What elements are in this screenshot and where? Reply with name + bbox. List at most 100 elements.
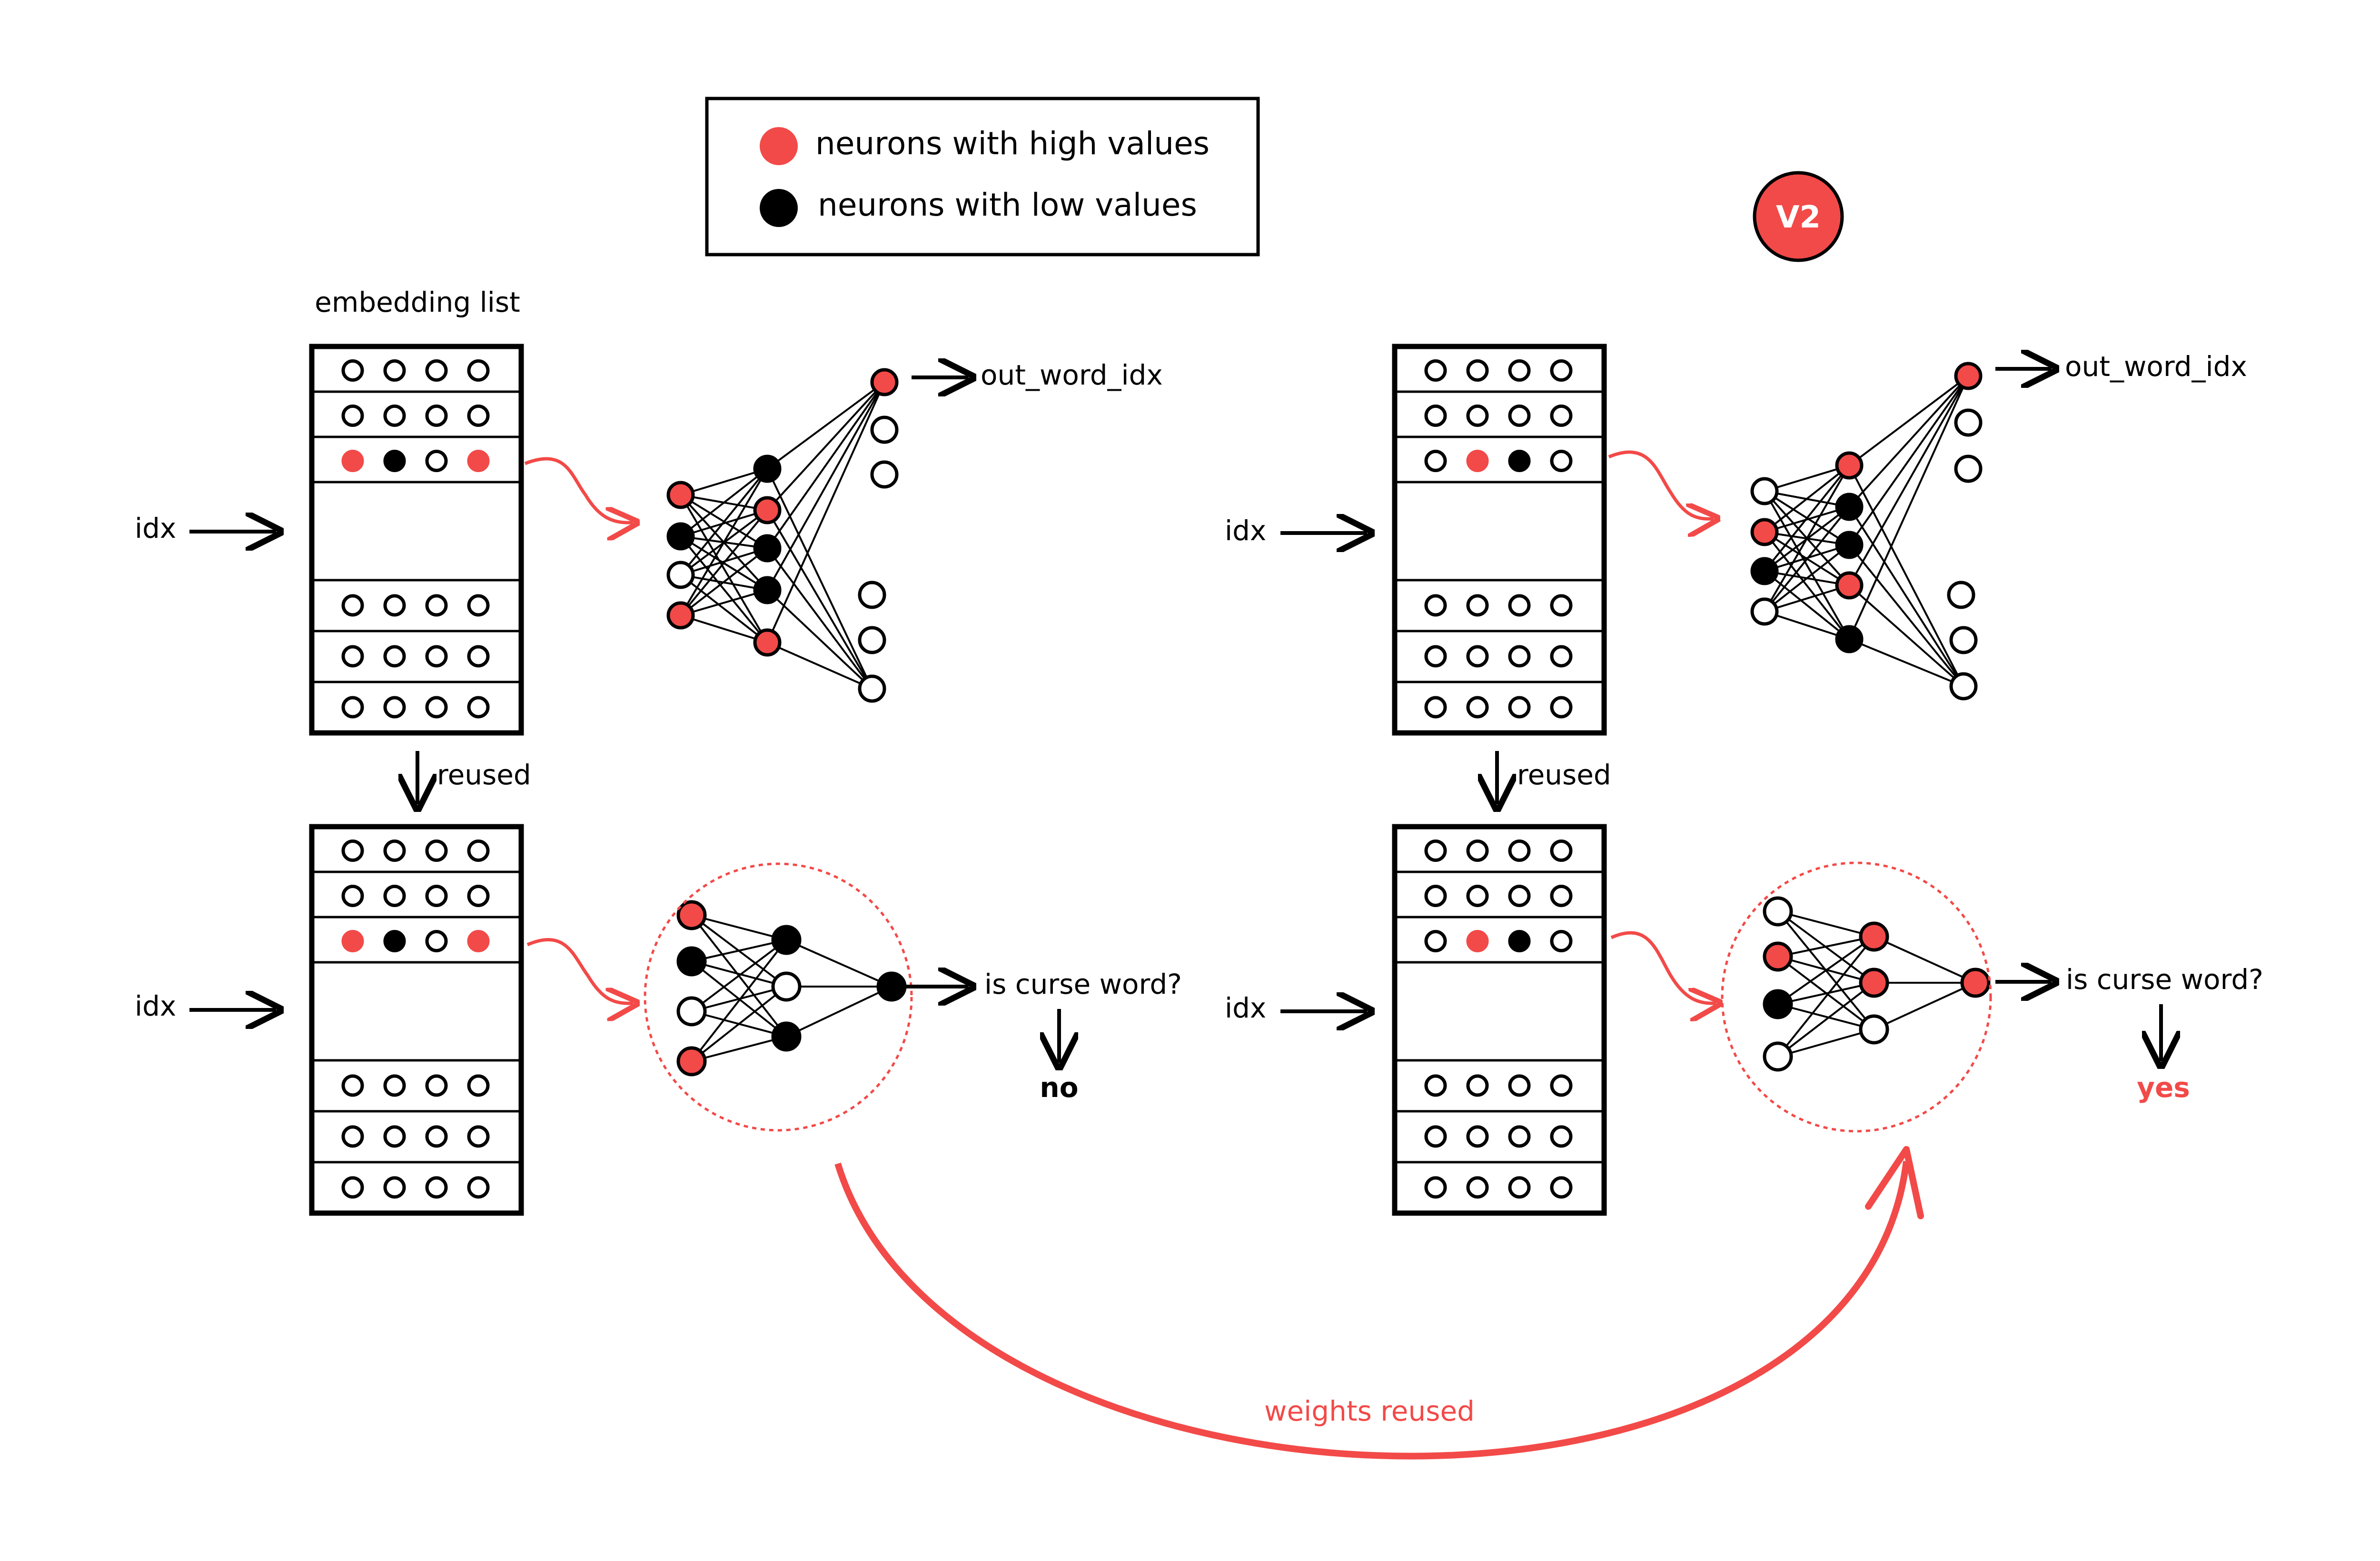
embedding-value bbox=[467, 1074, 490, 1097]
embedding-value bbox=[1550, 594, 1573, 617]
embedding-value bbox=[425, 1074, 448, 1097]
embedding-panel-bottom-right bbox=[1392, 824, 1607, 1216]
embedding-value bbox=[383, 1176, 406, 1199]
neuron-high bbox=[753, 628, 782, 657]
embedding-value-high bbox=[341, 930, 364, 952]
neuron-low bbox=[1763, 989, 1793, 1019]
connection bbox=[691, 914, 787, 941]
connection bbox=[1848, 375, 1969, 640]
embedding-value bbox=[341, 645, 364, 668]
embedding-to-network-arrow bbox=[1608, 450, 1714, 519]
connection bbox=[1764, 544, 1850, 613]
out-word-label: out_word_idx bbox=[2065, 350, 2247, 383]
connection bbox=[1764, 464, 1850, 572]
neuron bbox=[858, 626, 886, 654]
neuron-high bbox=[1954, 362, 1983, 390]
connection bbox=[680, 574, 768, 643]
embedding-value-low bbox=[383, 930, 406, 952]
embedding-value bbox=[1508, 1074, 1531, 1097]
curse-output-right: is curse word? yes bbox=[1995, 963, 2263, 1104]
answer-yes: yes bbox=[2137, 1071, 2190, 1104]
connection bbox=[691, 939, 787, 1012]
connection bbox=[1764, 531, 1850, 640]
connection bbox=[786, 986, 892, 1037]
embedding-value bbox=[1550, 1125, 1573, 1148]
connection bbox=[1764, 464, 1850, 613]
connection bbox=[1777, 936, 1875, 1057]
connection bbox=[680, 468, 768, 537]
neuron bbox=[1859, 1014, 1889, 1045]
connection bbox=[1777, 910, 1874, 938]
connection bbox=[1764, 464, 1850, 533]
embedding-value bbox=[467, 1176, 490, 1199]
embedding-value bbox=[425, 1176, 448, 1199]
legend-high-label: neurons with high values bbox=[815, 125, 1210, 162]
embedding-value bbox=[1550, 405, 1573, 427]
connection bbox=[766, 382, 885, 643]
embedding-value bbox=[467, 594, 490, 617]
classifier-highlight-right bbox=[1721, 861, 1992, 1133]
embedding-value bbox=[1550, 885, 1573, 907]
embedding-value bbox=[341, 696, 364, 719]
neuron-high bbox=[1750, 518, 1779, 546]
embedding-value bbox=[1466, 359, 1489, 382]
neuron bbox=[666, 561, 695, 589]
embedding-value bbox=[425, 594, 448, 617]
neuron bbox=[1954, 408, 1983, 437]
curse-output-left: is curse word? no bbox=[904, 968, 1182, 1104]
neuron-low bbox=[753, 534, 782, 563]
network-top-right bbox=[1750, 362, 1983, 701]
embedding-list-title: embedding list bbox=[315, 286, 520, 318]
neuron-low bbox=[666, 522, 695, 551]
connection bbox=[1849, 638, 1964, 687]
neuron-low bbox=[753, 576, 782, 604]
connection bbox=[680, 547, 768, 616]
neuron-high bbox=[666, 481, 695, 509]
reused-label: reused bbox=[437, 759, 531, 791]
connection bbox=[1848, 584, 1964, 687]
neuron-high bbox=[676, 1046, 707, 1077]
answer-no: no bbox=[1040, 1071, 1078, 1104]
embedding-value bbox=[425, 885, 448, 907]
embedding-value bbox=[1424, 450, 1447, 472]
neuron-high bbox=[1835, 451, 1864, 480]
embedding-value bbox=[425, 696, 448, 719]
curse-question-label: is curse word? bbox=[2066, 963, 2263, 996]
embedding-panel-frame bbox=[1392, 344, 1607, 736]
connection bbox=[1764, 506, 1850, 613]
embedding-value bbox=[425, 840, 448, 862]
embedding-value-low bbox=[1508, 930, 1531, 952]
embedding-panel-frame bbox=[309, 824, 524, 1216]
embedding-value bbox=[425, 450, 448, 472]
neuron-high bbox=[870, 368, 899, 396]
connection bbox=[1777, 1028, 1874, 1057]
embedding-value bbox=[1550, 359, 1573, 382]
idx-label: idx bbox=[135, 990, 176, 1022]
connection bbox=[766, 381, 885, 549]
connection bbox=[1764, 570, 1850, 640]
connection bbox=[1777, 982, 1875, 1057]
embedding-value bbox=[1550, 696, 1573, 719]
embedding-value bbox=[383, 645, 406, 668]
connection bbox=[1848, 375, 1969, 586]
embedding-to-network-arrow bbox=[526, 938, 633, 1003]
embedding-value bbox=[1466, 594, 1489, 617]
connection bbox=[766, 381, 885, 470]
embedding-value bbox=[1424, 840, 1447, 862]
embedding-value bbox=[383, 840, 406, 862]
embedding-value bbox=[1424, 1125, 1447, 1148]
connection bbox=[1848, 375, 1969, 508]
embedding-value bbox=[1424, 696, 1447, 719]
embedding-value bbox=[467, 645, 490, 668]
neuron-low bbox=[1835, 493, 1864, 521]
embedding-panel-frame bbox=[309, 344, 524, 736]
connection bbox=[1848, 506, 1964, 687]
embedding-value bbox=[341, 840, 364, 862]
embedding-value-high bbox=[341, 450, 364, 472]
neuron-low bbox=[676, 946, 707, 977]
embedding-value bbox=[383, 1074, 406, 1097]
weights-reused-arrow: weights reused bbox=[834, 1146, 1924, 1460]
embedding-panel-frame bbox=[1392, 824, 1607, 1216]
neuron-low bbox=[753, 454, 782, 483]
